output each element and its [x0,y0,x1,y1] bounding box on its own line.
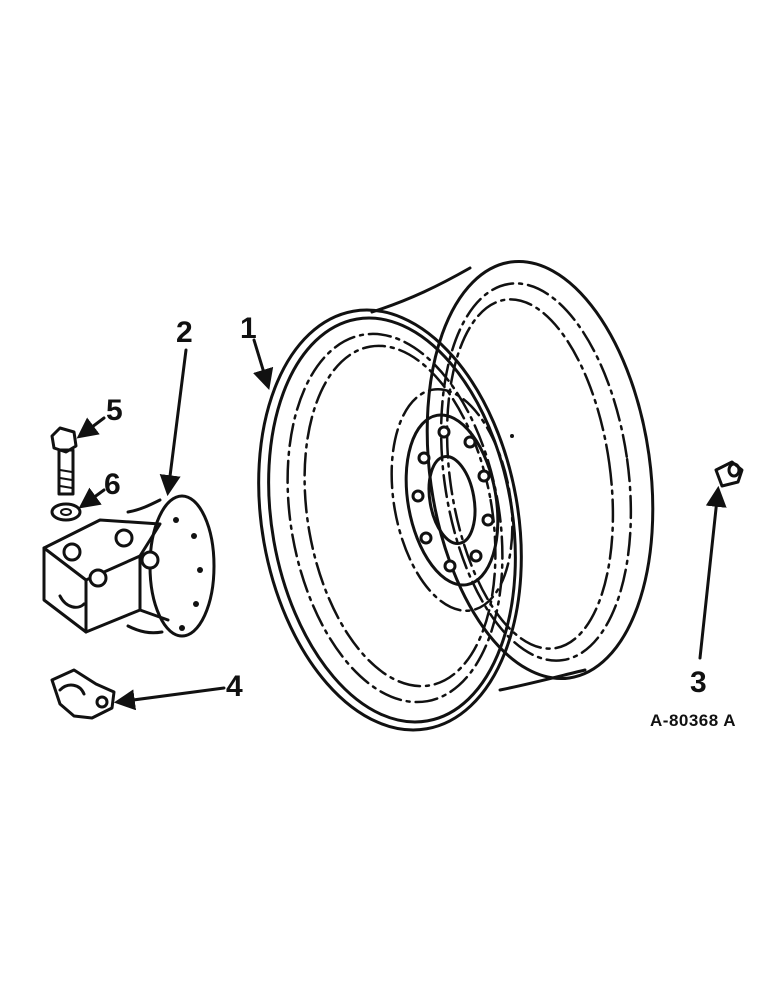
bolt [50,426,78,496]
leader-arrow-4 [113,686,226,711]
callout-6: 6 [104,468,121,501]
hub-adapter [42,494,216,638]
valve-stem [714,460,744,488]
callout-5: 5 [106,394,123,427]
callout-1: 1 [240,312,257,345]
leader-arrow-2 [159,348,188,497]
callout-3: 3 [690,666,707,699]
washer [50,502,82,522]
leader-arrow-5 [76,416,106,439]
leader-arrow-3 [698,485,727,660]
leader-arrow-6 [78,487,106,509]
clamp [50,668,116,720]
callout-4: 4 [226,670,243,703]
leader-arrow-1 [252,338,274,391]
callout-2: 2 [176,316,193,349]
drawing-number: A-80368 A [650,711,736,730]
wheel-rim [257,259,655,732]
